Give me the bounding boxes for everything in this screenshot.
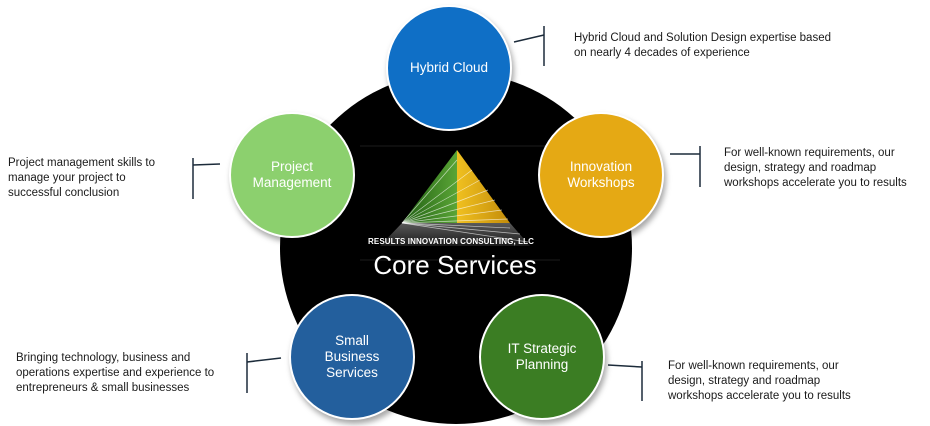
company-logo [360,142,560,292]
description-hybrid-cloud: Hybrid Cloud and Solution Design experti… [574,32,831,59]
pyramid-base [380,223,530,246]
connector-small-horizontal [246,357,282,363]
node-small-business-services[interactable]: Small Business Services [289,294,415,420]
node-project-management[interactable]: Project Management [229,112,355,238]
pyramid-gold-face [457,150,510,223]
description-it-strategic-planning: For well-known requirements, our design,… [668,360,851,402]
description-innovation-workshops: For well-known requirements, our design,… [724,147,907,189]
pyramid-rays [401,159,529,243]
connector-hybrid-horizontal [513,34,545,43]
connector-it-horizontal [607,364,643,368]
pyramid-green-face [402,150,457,223]
description-project-management: Project management skills to manage your… [8,157,156,199]
node-it-strategic-planning[interactable]: IT Strategic Planning [479,294,605,420]
company-name: RESULTS INNOVATION CONSULTING, LLC [368,237,534,246]
node-hybrid-cloud[interactable]: Hybrid Cloud [386,5,512,131]
pyramid-logo-icon [360,145,560,261]
connector-project-horizontal [192,163,221,166]
node-innovation-workshops[interactable]: Innovation Workshops [538,112,664,238]
description-small-business-services: Bringing technology, business and operat… [16,352,215,394]
core-services-title: Core Services [373,250,537,280]
